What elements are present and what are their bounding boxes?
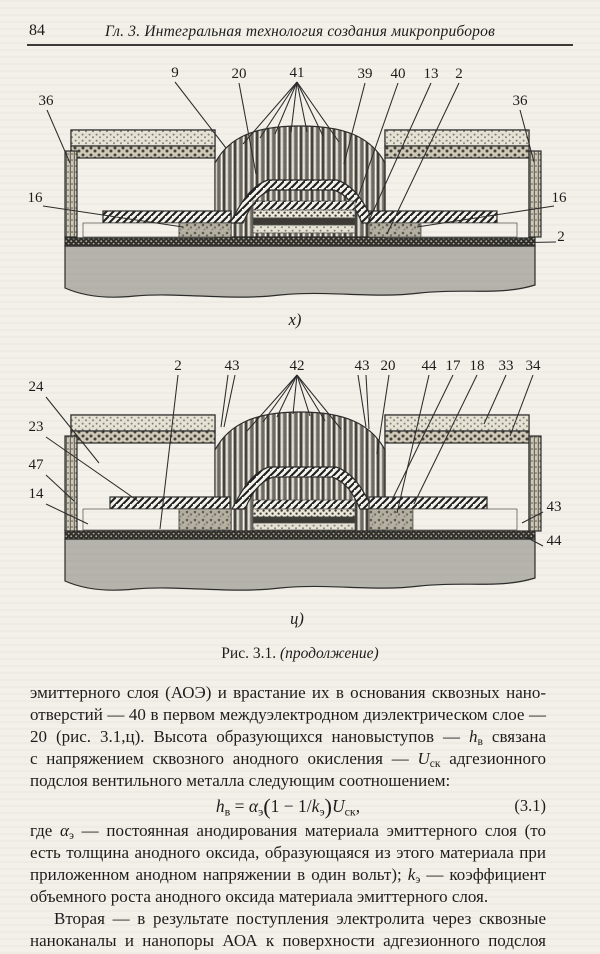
text-line: приложенном анодном напряжении в один во… [30,865,546,887]
figure-label: 44 [547,533,563,549]
left-electrode-bar [109,496,231,510]
right-block-wave-band [384,430,530,444]
figure-caption: Рис. 3.1. (продолжение) [0,645,600,663]
text-line: наноканалы и нанопоры АОА к поверхности … [30,931,546,950]
figure-labels: 9 20 41 39 40 13 2 36 36 16 16 2 [28,65,568,245]
substrate [64,245,536,298]
figure-label: 39 [358,66,373,82]
figure-label: 43 [355,358,370,374]
left-cavity [82,508,180,531]
right-wall-strip [528,435,542,532]
figure-label: 24 [29,379,45,395]
figure-label: 36 [39,93,55,109]
chapter-header: Гл. 3. Интегральная технология создания … [104,23,496,40]
stack-layer-dots [252,209,356,219]
subfigure-tag-x: х) [288,310,302,329]
text-line: 20 (рис. 3.1,ц). Высота образующихся нан… [30,727,546,749]
stack-layer-stipple [252,522,356,531]
left-block-wave-band [70,430,216,444]
figure-cross-section-x: 9 20 41 39 40 13 2 36 36 16 16 2 х) [28,65,568,329]
stack-layer-dots [252,508,356,518]
left-anodized-block [178,508,232,531]
figure-label: 2 [174,358,182,374]
equation-number: (3.1) [514,796,546,815]
left-block-top-band [70,414,216,432]
text-line: подслоя вентильного металла следующим со… [30,771,451,790]
left-cavity [82,222,180,238]
text-line: Вторая — в результате поступления электр… [54,909,546,928]
right-anodized-block [368,222,422,238]
right-cavity [420,222,518,238]
subfigure-tag-ts: ц) [290,609,304,628]
right-wall-strip [528,150,542,238]
figure-label: 42 [290,358,305,374]
equation-expression: hв = αэ(1 − 1/kэ)Uск, [215,793,361,819]
figure-label: 40 [391,66,406,82]
figure-label: 9 [171,65,179,81]
text-line: с напряжением сквозного анодного окислен… [30,749,546,771]
figure-label: 2 [557,229,565,245]
body-text: эмиттерного слоя (АОЭ) и врастание их в … [30,682,546,952]
right-electrode-bar [368,496,488,510]
stack-layer-dark [252,217,356,226]
left-anodized-block [178,222,232,238]
left-block-top-band [70,129,216,147]
stack-layer-stipple [252,224,356,234]
figure-label: 2 [455,66,463,82]
substrate [64,538,536,591]
figure-label: 16 [552,190,568,206]
text-line: где αэ — постоянная анодирования материа… [30,821,547,843]
right-anodized-block [368,508,414,531]
figure-label: 17 [446,358,462,374]
figure-label: 44 [422,358,438,374]
figure-label: 14 [29,486,45,502]
stack-layer-hatch [252,200,356,211]
right-block-top-band [384,414,530,432]
text-line: есть толщина анодного оксида, образующая… [30,843,546,862]
figure-caption-note: (продолжение) [279,645,379,662]
running-head: 84 Гл. 3. Интегральная технология создан… [27,22,573,46]
figure-label: 13 [424,66,439,82]
figure-label: 18 [470,358,485,374]
figure-cross-section-ts: 2 43 42 43 20 44 17 18 33 34 24 23 47 14… [29,358,563,628]
equation-3-1: hв = αэ(1 − 1/kэ)Uск, (3.1) [30,792,546,820]
figure-caption-label: Рис. 3.1. [221,645,277,662]
left-block-wave-band [70,145,216,159]
text-line: объемного роста анодного оксида материал… [30,887,489,906]
figure-label: 20 [232,66,247,82]
figure-label: 20 [381,358,396,374]
leader-lines [42,81,557,244]
figure-label: 23 [29,419,44,435]
leader-lines [45,374,544,547]
figure-label: 16 [28,190,44,206]
left-wall-strip [64,150,78,238]
right-block-wave-band [384,145,530,159]
stack-layer-hatch [252,499,356,510]
figure-label: 43 [225,358,240,374]
page-number: 84 [29,22,45,39]
stack-layer-dark [252,516,356,524]
curved-oxide-cap [228,179,377,224]
figure-label: 47 [29,457,45,473]
right-cavity [412,508,518,531]
figure-label: 43 [547,499,562,515]
right-electrode-bar [368,210,498,224]
text-line: отверстий — 40 в первом междуэлектродном… [30,705,546,724]
curved-oxide-cap [231,466,374,510]
figure-label: 33 [499,358,514,374]
figure-label: 34 [526,358,542,374]
left-wall-strip [64,435,78,532]
figure-label: 41 [290,65,305,81]
figure-labels: 2 43 42 43 20 44 17 18 33 34 24 23 47 14… [29,358,563,549]
figure-label: 36 [513,93,529,109]
left-electrode-bar [102,210,232,224]
text-line: эмиттерного слоя (АОЭ) и врастание их в … [30,683,546,702]
